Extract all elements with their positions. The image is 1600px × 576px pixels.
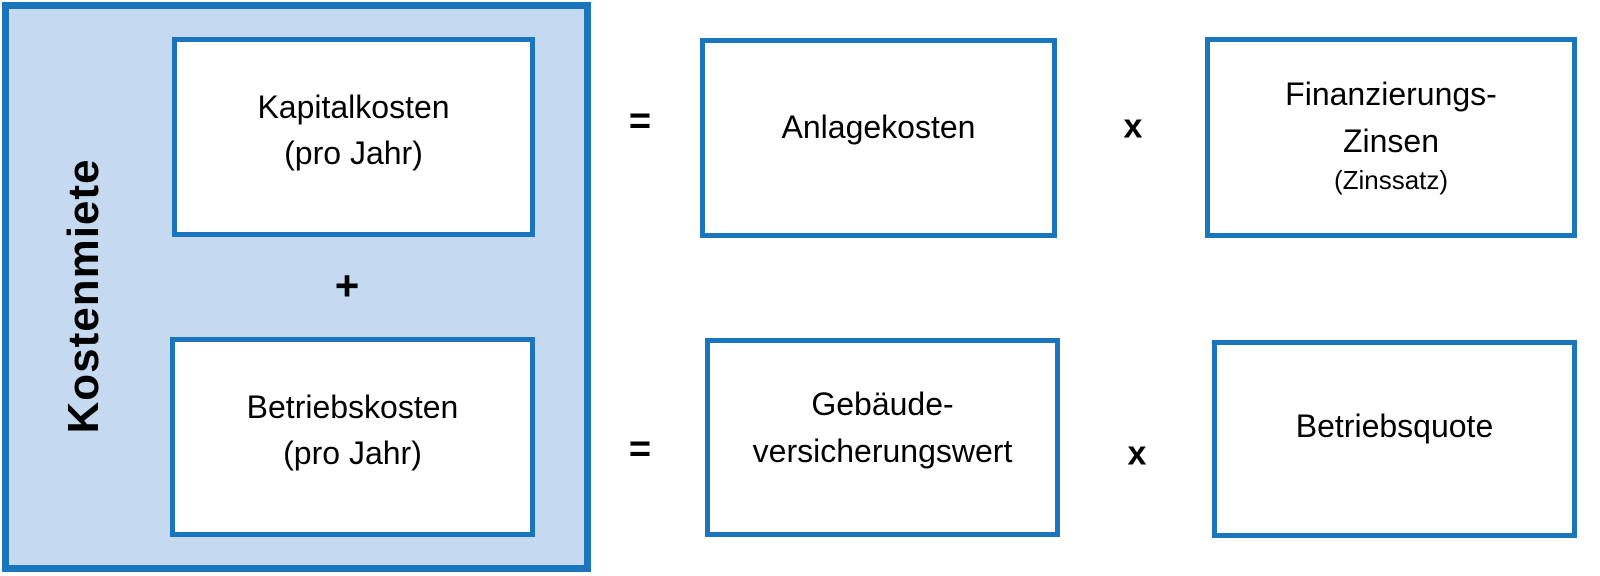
box-betriebsquote: Betriebsquote: [1212, 340, 1577, 538]
box-kapitalkosten: Kapitalkosten (pro Jahr): [172, 37, 535, 237]
box-anlagekosten: Anlagekosten: [700, 38, 1057, 238]
box-gebaeudeversicherungswert: Gebäude- versicherungswert: [705, 338, 1060, 537]
box-gebaeudeversicherungswert-line2: versicherungswert: [752, 432, 1013, 469]
box-finanzierungszinsen-subline: (Zinssatz): [1333, 164, 1449, 195]
box-betriebskosten-line2: (pro Jahr): [283, 435, 422, 471]
box-kapitalkosten-line2: (pro Jahr): [284, 135, 423, 171]
panel-title: Kostenmiete: [59, 158, 108, 434]
equals-operator-row2: =: [628, 428, 652, 471]
box-finanzierungszinsen-line2: Zinsen: [1342, 122, 1440, 159]
equals-operator-row1: =: [628, 100, 652, 143]
box-finanzierungszinsen-line1: Finanzierungs-: [1285, 76, 1497, 113]
plus-operator: +: [334, 262, 360, 309]
multiply-operator-row1: x: [1123, 107, 1143, 146]
box-kapitalkosten-line1: Kapitalkosten: [257, 88, 450, 125]
box-betriebskosten: Betriebskosten (pro Jahr): [170, 337, 535, 537]
multiply-operator-row2: x: [1127, 434, 1147, 473]
box-betriebskosten-line1: Betriebskosten: [246, 388, 459, 425]
box-anlagekosten-line1: Anlagekosten: [781, 108, 976, 145]
box-gebaeudeversicherungswert-line1: Gebäude-: [811, 386, 954, 423]
box-betriebsquote-line1: Betriebsquote: [1295, 407, 1494, 444]
box-finanzierungszinsen: Finanzierungs- Zinsen (Zinssatz): [1205, 37, 1577, 238]
